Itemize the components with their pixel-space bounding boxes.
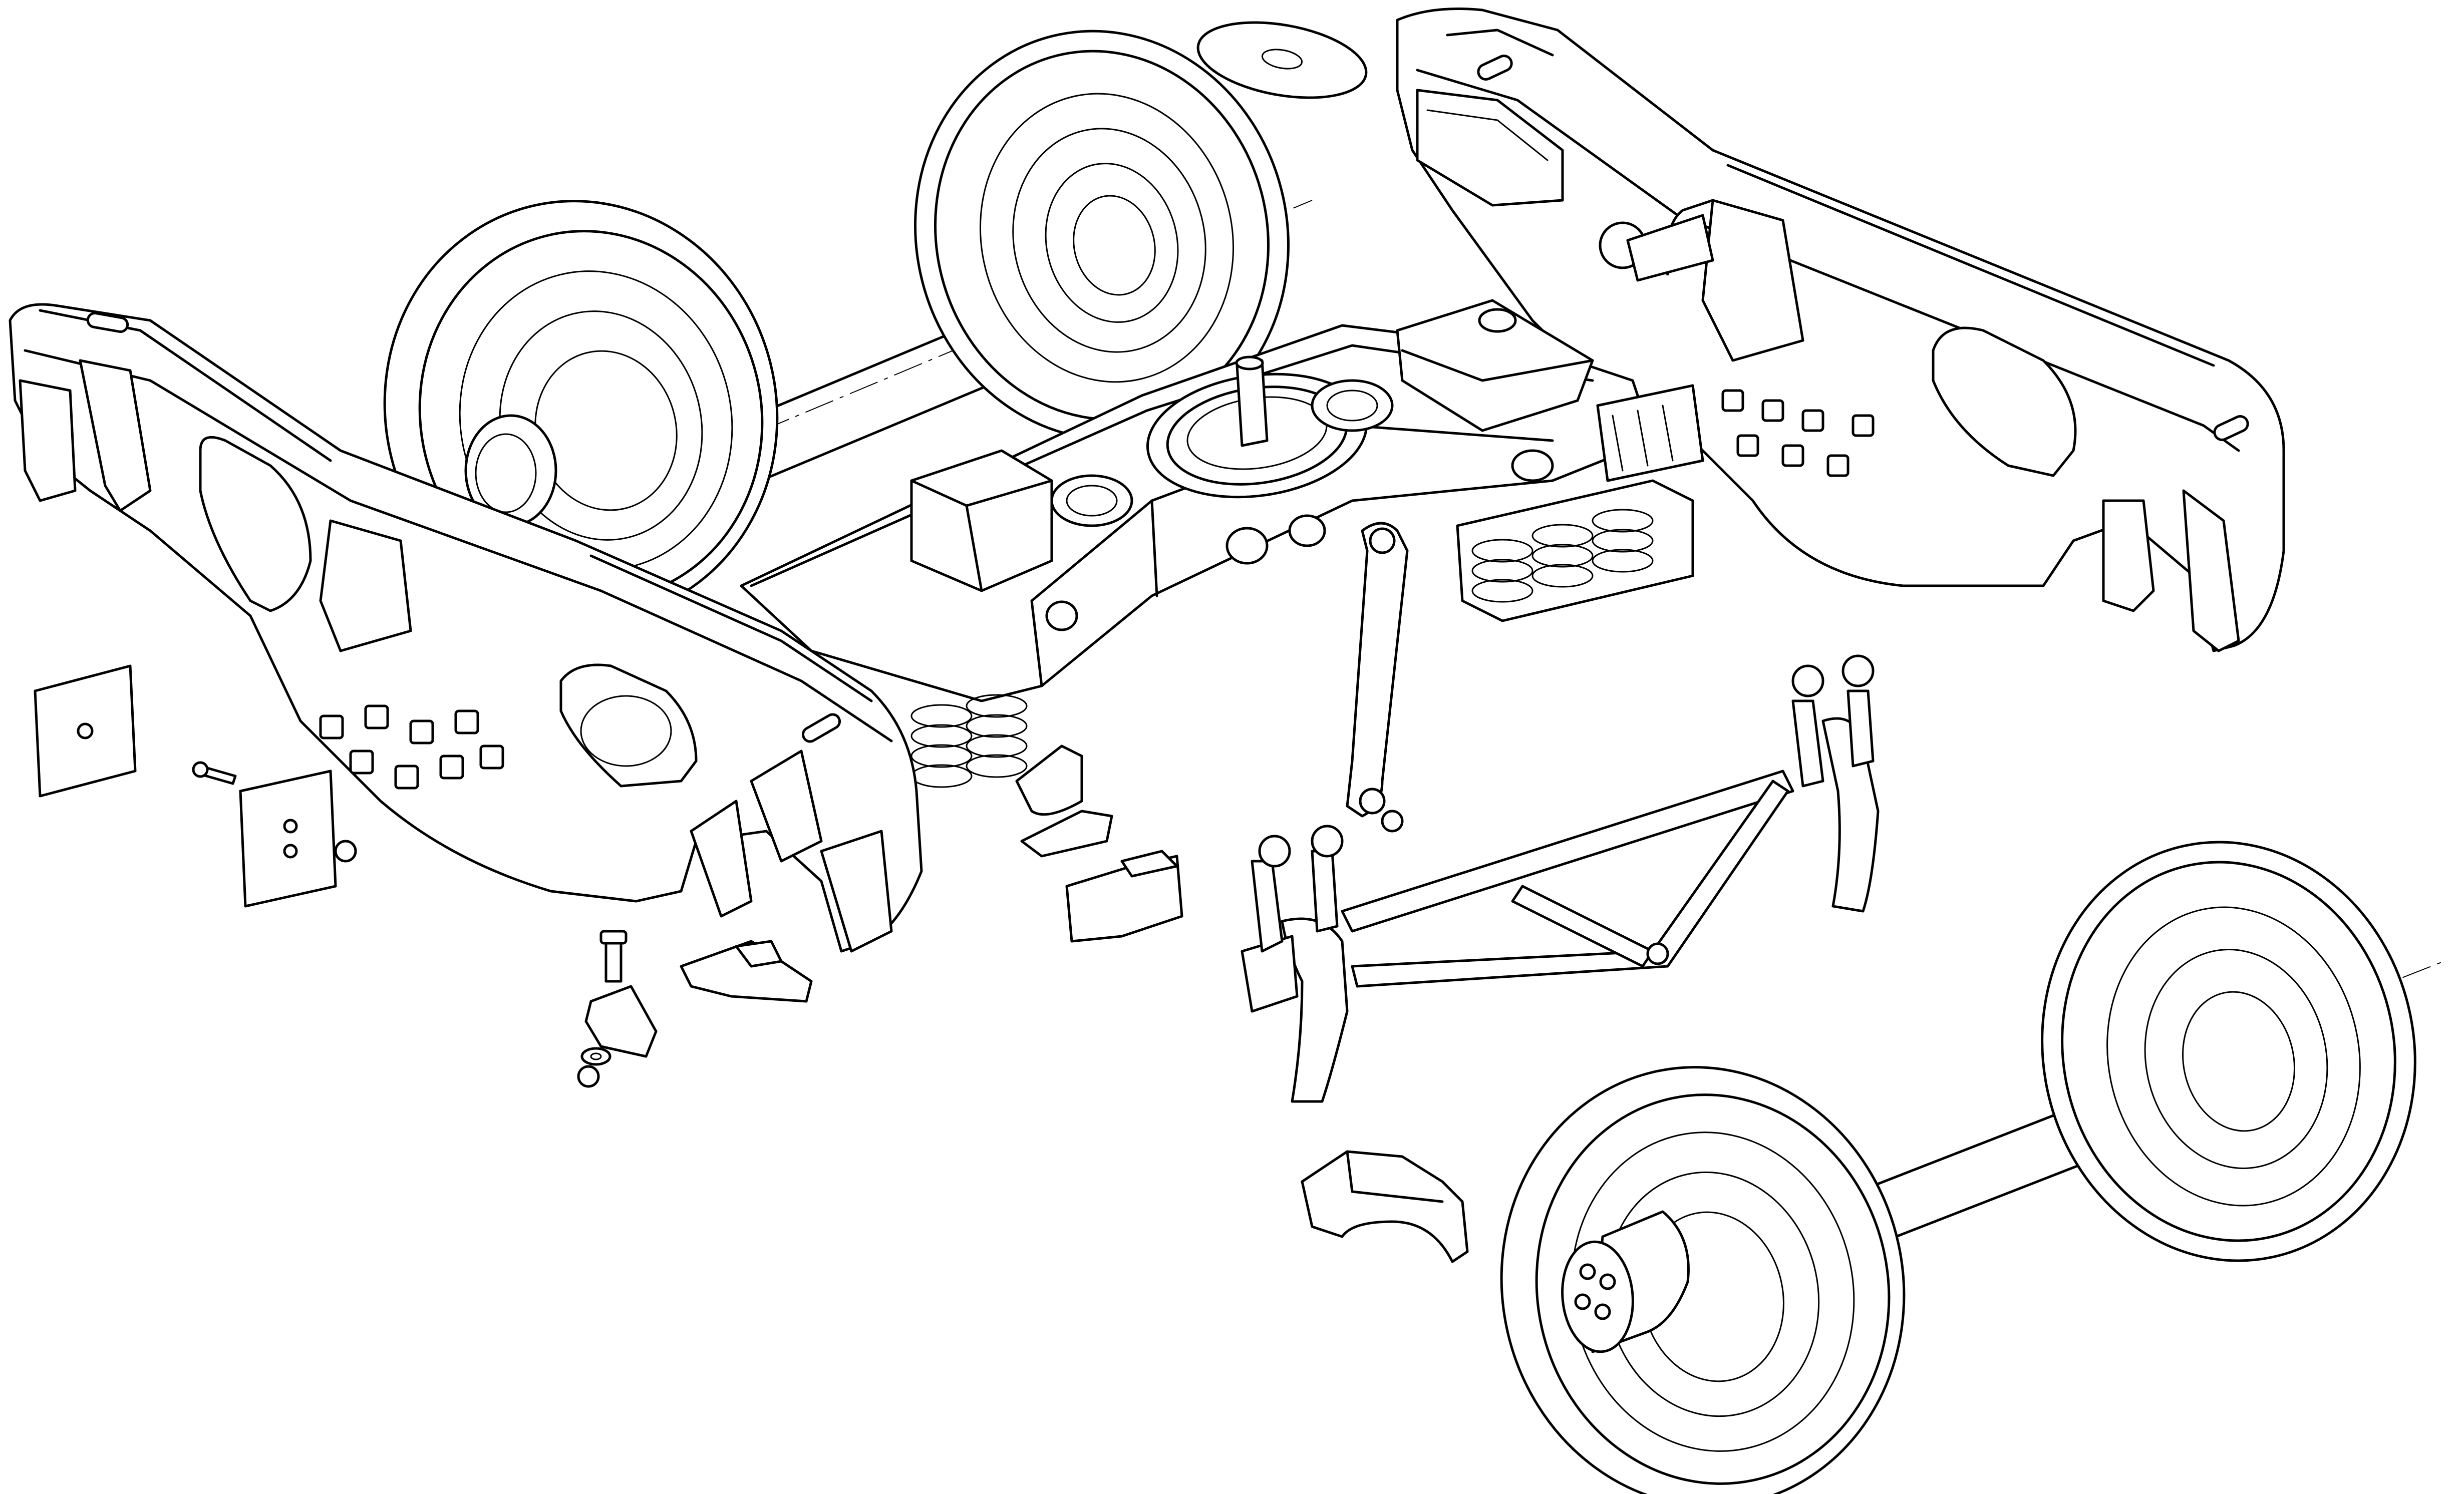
spring-nest-left bbox=[910, 694, 1028, 788]
bearing-adapter bbox=[1301, 1150, 1469, 1263]
friction-wedge-4 bbox=[1065, 850, 1183, 943]
nut-1 bbox=[334, 840, 357, 863]
front-bearing bbox=[1561, 1210, 1690, 1353]
side-bearing bbox=[910, 379, 1394, 592]
friction-wedge-1 bbox=[680, 940, 813, 1003]
bolt-1 bbox=[192, 761, 237, 785]
wear-plate-2 bbox=[239, 770, 337, 908]
washer bbox=[580, 1047, 611, 1066]
friction-wedge-3 bbox=[1020, 810, 1113, 858]
brake-beam bbox=[1341, 770, 1794, 988]
front-near-wheel bbox=[1500, 1066, 1906, 1494]
king-pin bbox=[1235, 355, 1269, 447]
brake-head-left bbox=[1241, 825, 1349, 1103]
brake-hanger-left bbox=[1346, 522, 1409, 833]
left-side-frame bbox=[9, 303, 923, 953]
front-far-wheel bbox=[2041, 841, 2416, 1262]
wear-plate-1 bbox=[34, 664, 137, 798]
bolster bbox=[740, 299, 1654, 702]
bolt-2 bbox=[599, 930, 628, 983]
shim-block bbox=[584, 985, 658, 1058]
rear-bearing bbox=[464, 414, 557, 527]
right-spring-seat bbox=[1721, 389, 1875, 477]
spring-nest-right bbox=[1456, 384, 1704, 622]
right-side-frame bbox=[1396, 8, 2285, 652]
friction-wedge-2 bbox=[1015, 744, 1083, 816]
front-wheelset bbox=[1500, 841, 2444, 1494]
left-spring-seat bbox=[319, 704, 504, 790]
nut-2 bbox=[577, 1065, 600, 1088]
brake-head-right bbox=[1791, 654, 1880, 913]
center-plate-disc bbox=[1196, 21, 1368, 99]
